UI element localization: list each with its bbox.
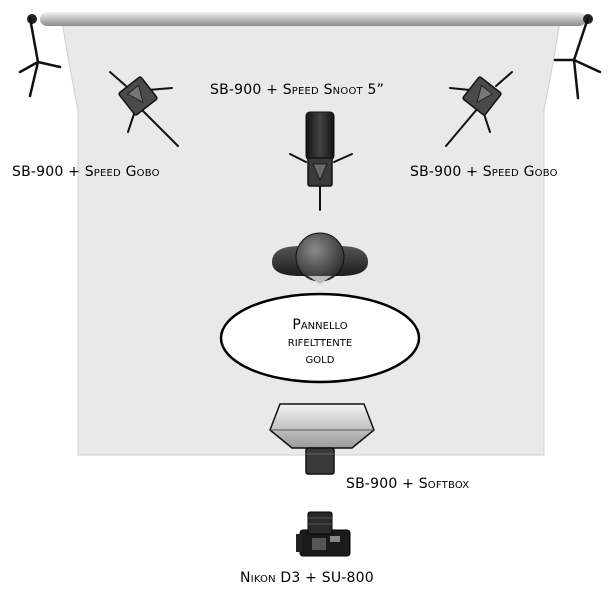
person-icon [272, 232, 368, 284]
reflector-label: Pannello rifelttente gold [222, 317, 418, 368]
softbox-icon [269, 403, 375, 475]
backdrop-stand-icon [553, 16, 602, 100]
flash-icon [445, 71, 513, 147]
label-left-gobo: SB-900 + Speed Gobo [12, 164, 160, 180]
reflector-line-2: rifelttente [287, 334, 353, 350]
label-right-gobo: SB-900 + Speed Gobo [410, 164, 558, 180]
label-camera: Nikon D3 + SU-800 [240, 570, 374, 586]
label-softbox: SB-900 + Softbox [346, 476, 470, 492]
label-top-center: SB-900 + Speed Snoot 5” [210, 82, 385, 98]
camera-icon [296, 511, 351, 557]
snoot-icon [289, 111, 353, 211]
flash-icon [109, 71, 179, 147]
backdrop-bar [27, 12, 593, 26]
reflector-line-1: Pannello [292, 317, 348, 333]
backdrop-stand-icon [18, 16, 62, 98]
reflector-panel [219, 292, 421, 384]
reflector-line-3: gold [305, 351, 335, 367]
